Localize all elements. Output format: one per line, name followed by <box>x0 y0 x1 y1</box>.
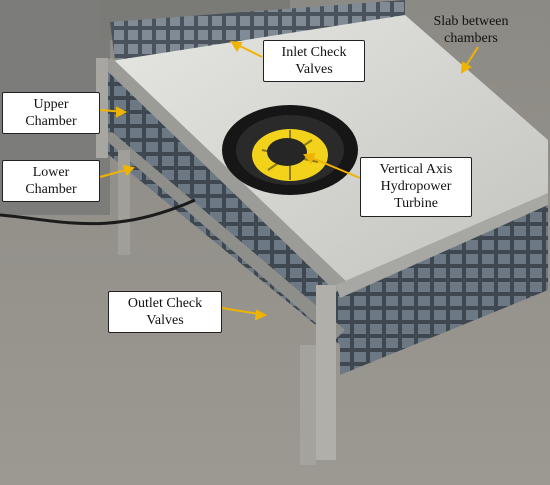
leg-left <box>118 150 130 255</box>
turbine-hub <box>267 138 307 166</box>
left-grid <box>103 65 340 345</box>
leg-front <box>300 345 316 465</box>
post-corner <box>316 285 336 460</box>
frame-rail-front <box>336 193 548 298</box>
frame-rail-mid <box>100 132 345 340</box>
front-grid <box>340 200 548 375</box>
frame-rail-left <box>98 58 350 292</box>
cable <box>0 198 196 226</box>
annotation-arrows <box>99 40 479 321</box>
back-grid <box>110 0 405 60</box>
